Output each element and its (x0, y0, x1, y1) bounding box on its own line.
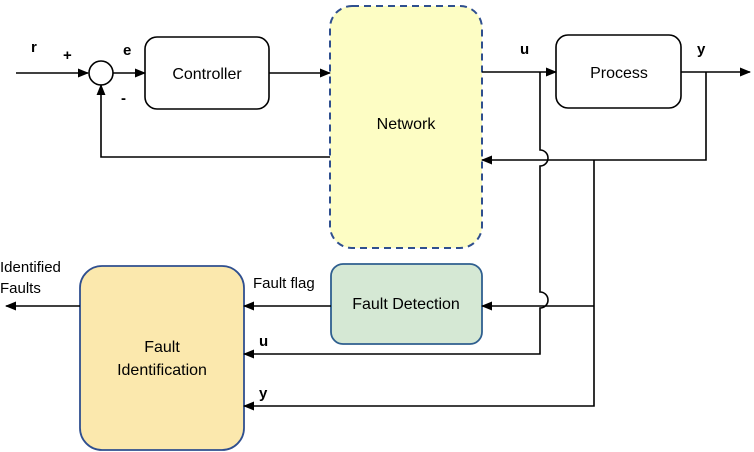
control-signal-label-bottom: u (259, 333, 268, 350)
identified-faults-label-line2: Faults (0, 280, 41, 297)
y-signal-branch-line (242, 160, 595, 411)
plus-sign: + (63, 47, 72, 64)
summing-junction (88, 60, 114, 86)
control-signal-label-top: u (520, 41, 529, 58)
error-label: e (123, 42, 131, 59)
output-label-bottom: y (259, 385, 268, 402)
fault-identification-label-line2: Identification (117, 362, 207, 379)
controller-label: Controller (172, 66, 242, 83)
output-label-top: y (697, 41, 706, 58)
fault-flag-label: Fault flag (253, 275, 315, 292)
network-block (329, 5, 483, 249)
output-feedback-line (480, 72, 707, 165)
process-label: Process (590, 65, 648, 82)
identified-faults-label-line1: Identified (0, 259, 61, 276)
fault-identification-block (79, 265, 245, 451)
network-to-summing-feedback (96, 83, 330, 158)
fault-identification-label-line1: Fault (144, 339, 180, 356)
reference-label: r (31, 39, 37, 56)
fault-detection-label: Fault Detection (352, 296, 460, 313)
network-label: Network (377, 116, 437, 133)
minus-sign: - (121, 90, 126, 107)
